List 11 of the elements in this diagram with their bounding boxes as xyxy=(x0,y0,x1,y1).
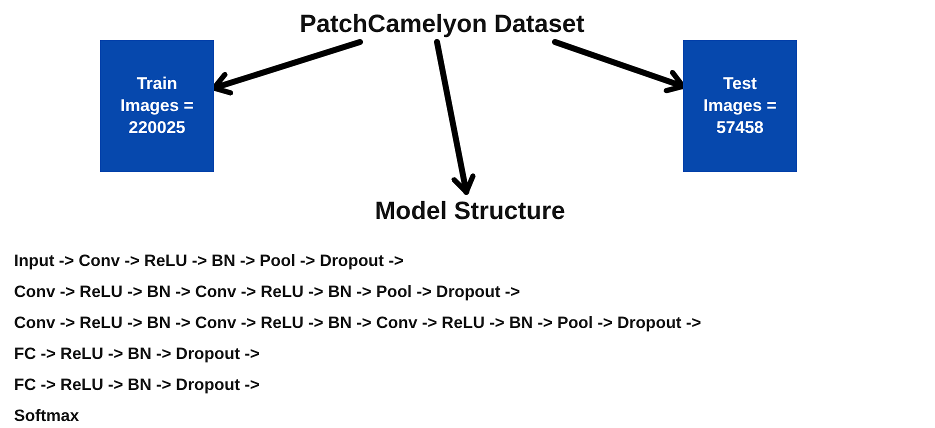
arrow xyxy=(434,39,476,195)
layer-sequence-text: FC -> ReLU -> BN -> Dropout -> xyxy=(14,344,261,365)
layer-sequence-text: Conv -> ReLU -> BN -> Conv -> ReLU -> BN -> Conv -> ReLU -> BN -> Pool -> Dropout -> xyxy=(14,313,702,334)
heading-text: Model Structure xyxy=(352,192,588,230)
layer-sequence-text: Input -> Conv -> ReLU -> BN -> Pool -> Dropout -> xyxy=(14,251,405,272)
dataset-box: Train Images = 220025 xyxy=(100,40,214,172)
layer-sequence-text: FC -> ReLU -> BN -> Dropout -> xyxy=(14,375,261,396)
heading-text: PatchCamelyon Dataset xyxy=(272,6,612,42)
dataset-box: Test Images = 57458 xyxy=(683,40,797,172)
layer-sequence-text: Conv -> ReLU -> BN -> Conv -> ReLU -> BN -> Pool -> Dropout -> xyxy=(14,282,522,303)
layer-sequence-text: Softmax xyxy=(14,406,80,427)
